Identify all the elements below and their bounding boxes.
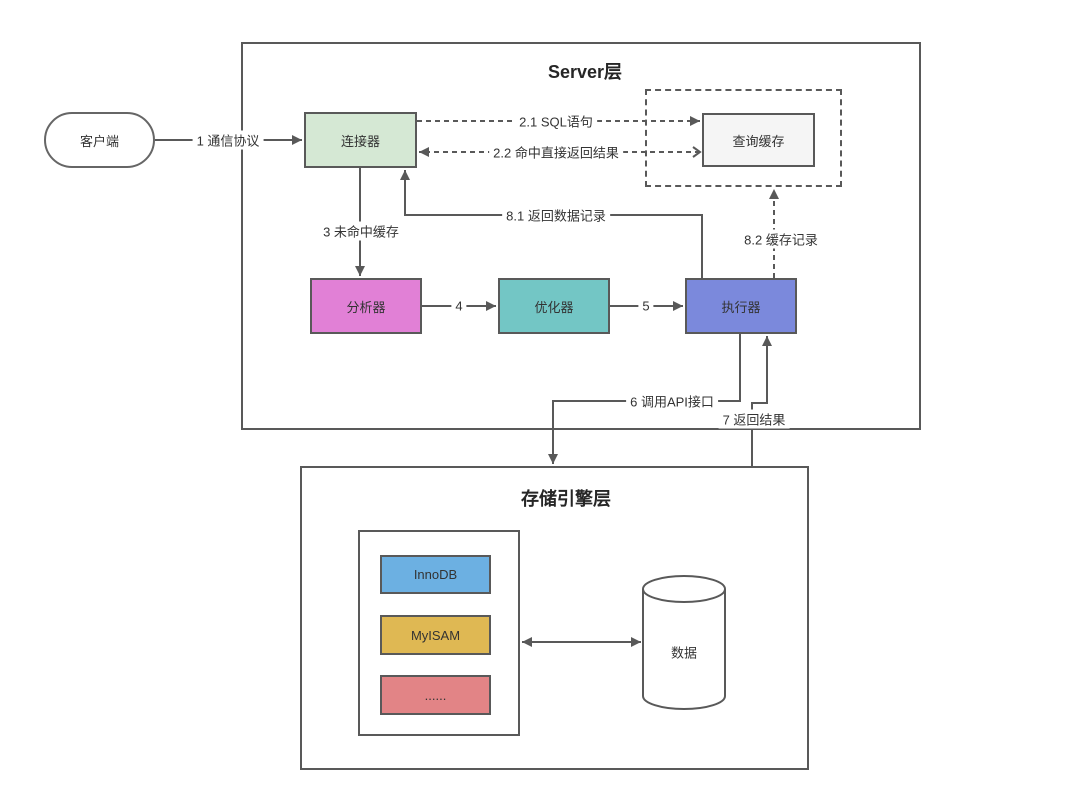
analyzer-node: 分析器 bbox=[310, 278, 422, 334]
edge-label-8-2: 8.2 缓存记录 bbox=[740, 229, 822, 249]
edge-label-4: 4 bbox=[451, 298, 467, 314]
edge-7-line bbox=[751, 336, 772, 466]
engine-box-innodb: InnoDB bbox=[380, 555, 491, 594]
optimizer-node: 优化器 bbox=[498, 278, 610, 334]
edge-label-6: 6 调用API接口 bbox=[626, 391, 718, 411]
engine-box-myisam: MyISAM bbox=[380, 615, 491, 655]
edge-label-7: 7 返回结果 bbox=[718, 409, 790, 429]
query-cache-container bbox=[645, 89, 842, 187]
data-cylinder bbox=[642, 575, 726, 710]
edge-label-2-1: 2.1 SQL语句 bbox=[515, 111, 597, 131]
executor-node: 执行器 bbox=[685, 278, 797, 334]
edge-2-2-open-chevron bbox=[692, 146, 702, 158]
edge-label-3: 3 未命中缓存 bbox=[319, 221, 403, 241]
storage-layer-title: 存储引擎层 bbox=[521, 489, 611, 509]
edge-label-5: 5 bbox=[638, 298, 654, 314]
edge-label-1: 1 通信协议 bbox=[192, 130, 264, 150]
query-cache-node: 查询缓存 bbox=[702, 113, 815, 167]
edge-label-2-2: 2.2 命中直接返回结果 bbox=[489, 142, 623, 162]
engine-box-others: ...... bbox=[380, 675, 491, 715]
server-layer-title: Server层 bbox=[547, 62, 623, 82]
client-node: 客户端 bbox=[44, 112, 155, 168]
edge-label-8-1: 8.1 返回数据记录 bbox=[502, 205, 610, 225]
connector-node: 连接器 bbox=[304, 112, 417, 168]
data-cylinder-label: 数据 bbox=[670, 645, 698, 661]
